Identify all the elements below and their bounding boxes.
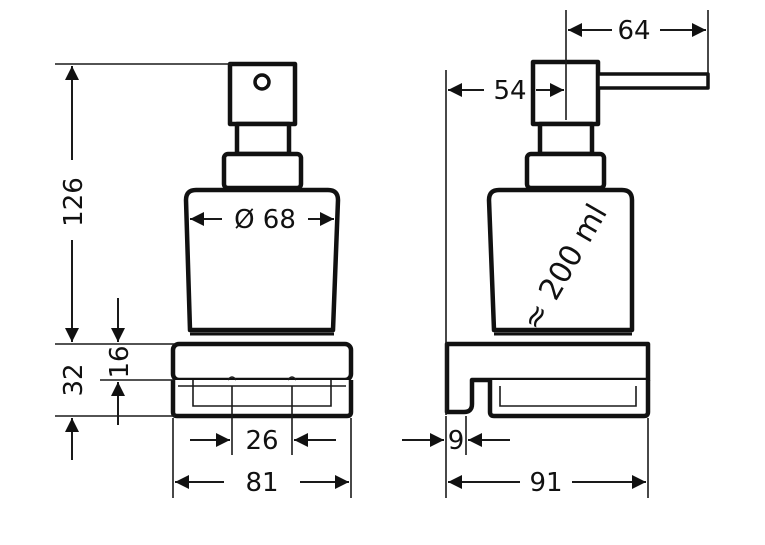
side-glass-bottle (486, 187, 635, 333)
dim-base-height: 32 (59, 363, 89, 396)
side-view: ≈ 200 ml 64 54 9 91 (402, 10, 710, 498)
dim-depth: 91 (529, 468, 562, 498)
side-pump-neck (537, 121, 595, 157)
pump-spout (596, 72, 710, 90)
side-tray (487, 380, 651, 419)
pump-head (227, 61, 298, 127)
dim-wall-offset: 54 (493, 76, 526, 106)
pump-neck (234, 121, 292, 157)
pump-nozzle-hole (253, 73, 271, 91)
dim-height-total: 126 (59, 177, 89, 227)
dim-diameter: Ø 68 (234, 205, 296, 235)
dim-pump-reach: 64 (617, 16, 650, 46)
dim-tray-inner: 26 (245, 426, 278, 456)
side-bottle-collar (524, 151, 607, 191)
base-holder (170, 341, 354, 383)
dim-width: 81 (245, 468, 278, 498)
tray (170, 380, 354, 419)
glass-bottle (183, 187, 341, 333)
dim-tray-height: 16 (105, 345, 135, 378)
dim-wall-gap: 9 (448, 426, 465, 456)
bottle-collar (221, 151, 304, 191)
front-view: Ø 68 126 32 16 26 81 (55, 61, 354, 498)
